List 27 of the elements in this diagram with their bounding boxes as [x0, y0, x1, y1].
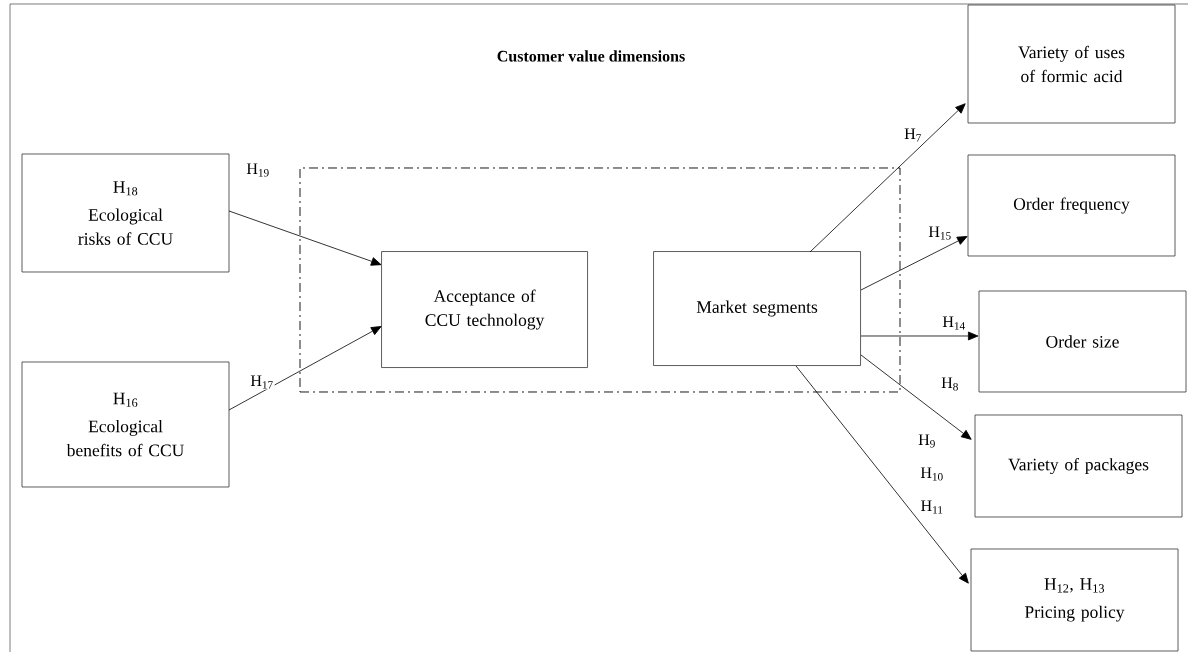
- arrow: [228, 326, 382, 411]
- hypothesis-label: H$_{11}$: [919, 499, 945, 515]
- edge-label: H$_{15}$: [927, 225, 953, 241]
- concept-box: H$_{12}$, H$_{13}$ Pricing policy: [970, 548, 1179, 652]
- edge-label: H$_{7}$: [903, 127, 923, 143]
- arrow: [228, 210, 382, 266]
- concept-box: Order size: [978, 290, 1187, 393]
- title: Customer value dimensions: [497, 50, 685, 62]
- concept-box: Order frequency: [967, 154, 1176, 257]
- arrow: [795, 365, 969, 584]
- arrow: [860, 331, 979, 341]
- concept-box: H$_{18}$ Ecological risks of CCU: [21, 153, 230, 273]
- concept-box: H$_{16}$ Ecological benefits of CCU: [21, 361, 230, 488]
- edge-label: H$_{17}$: [249, 374, 275, 390]
- edge-label: H$_{19}$: [245, 162, 271, 178]
- edge-label: H$_{8}$: [940, 376, 960, 392]
- hypothesis-label: H$_{9}$: [917, 433, 937, 449]
- group-frame: [299, 167, 901, 393]
- arrow: [809, 103, 966, 253]
- edge-label: H$_{14}$: [941, 315, 967, 331]
- arrow: [860, 354, 972, 440]
- concept-box: Market segments: [653, 251, 861, 366]
- arrow: [860, 236, 968, 291]
- hypothesis-label: H$_{10}$: [919, 466, 945, 482]
- concept-box: Variety of packages: [974, 414, 1183, 518]
- concept-box: Variety of uses of formic acid: [967, 4, 1176, 124]
- concept-box: Acceptance of CCU technology: [381, 251, 588, 368]
